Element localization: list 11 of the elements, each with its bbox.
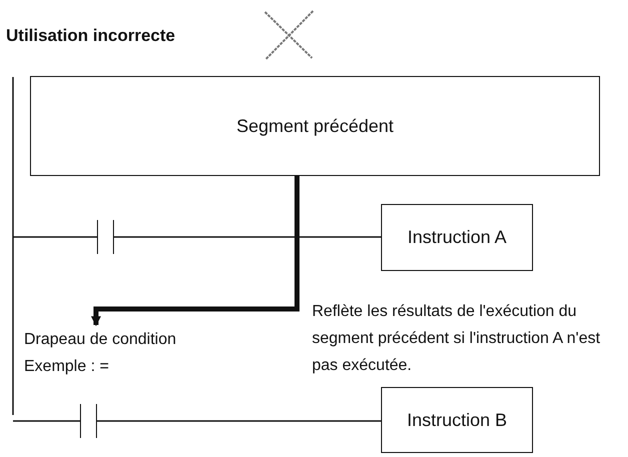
- arrow: [91, 176, 300, 326]
- contact-symbol: [80, 404, 97, 438]
- wire: [97, 420, 381, 422]
- segment-box: Segment précédent: [30, 76, 600, 176]
- flag-label: Drapeau de condition Exemple : =: [24, 326, 234, 396]
- instruction-box: Instruction A: [381, 204, 533, 271]
- instruction-box: Instruction B: [381, 387, 533, 453]
- note-text: Reflète les résultats de l'exécution du segment précédent si l'instruction A n'est pas exécutée.: [312, 302, 602, 376]
- wire: [114, 236, 381, 238]
- contact-symbol: [97, 220, 114, 254]
- title: Utilisation incorrecte: [6, 26, 176, 46]
